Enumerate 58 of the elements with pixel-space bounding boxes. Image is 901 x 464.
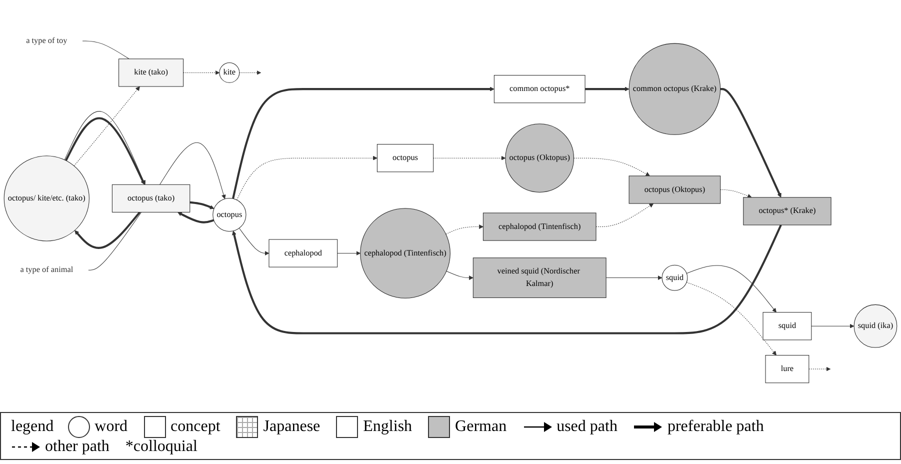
concept-box: octopus (tako): [112, 184, 190, 212]
concept-box: veined squid (Nordischer Kalmar): [472, 258, 606, 298]
concept-box: octopus* (Krake): [743, 197, 832, 226]
arrow: [585, 86, 630, 92]
arrow: [177, 212, 214, 224]
word-ellipse: octopus (Oktopus): [505, 124, 574, 192]
word-ellipse: cephalopod (Tintenfisch): [360, 208, 450, 298]
word-ellipse: kite: [219, 62, 240, 83]
concept-box: squid: [762, 312, 812, 340]
annotation-text: a type of animal: [20, 266, 74, 274]
legend-label: other path: [45, 438, 110, 456]
legend-title: legend: [11, 418, 54, 436]
concept-box: cephalopod (Tintenfisch): [482, 212, 596, 241]
arrow: [446, 270, 474, 280]
word-ellipse: octopus/ kite/etc. (tako): [4, 156, 90, 242]
arrow: [232, 224, 782, 334]
legend-label: English: [363, 418, 412, 436]
concept-box: kite (tako): [118, 58, 184, 87]
legend-label: concept: [170, 418, 220, 436]
arrow: [720, 88, 782, 198]
arrow: [811, 324, 854, 328]
arrow: [686, 265, 776, 313]
arrow: [232, 86, 494, 199]
arrow: [74, 212, 141, 249]
concept-box: common octopus*: [494, 75, 586, 104]
arrow: [446, 224, 484, 234]
arrow: [720, 189, 752, 198]
arrow: [596, 203, 654, 227]
word-ellipse: squid (ika): [854, 304, 898, 348]
word-ellipse: octopus: [212, 198, 246, 232]
leader-line: [88, 212, 142, 270]
arrow: [160, 142, 226, 200]
arrow: [236, 156, 378, 200]
legend-label: German: [455, 418, 507, 436]
arrow: [190, 201, 214, 210]
legend-label: Japanese: [263, 418, 320, 436]
legend-label: *colloquial: [125, 438, 198, 456]
arrow: [238, 228, 270, 256]
legend-label: preferable path: [667, 418, 764, 436]
annotation-text: a type of toy: [26, 36, 68, 46]
concept-box: octopus: [376, 144, 434, 172]
arrow: [74, 86, 140, 166]
arrow: [239, 70, 262, 75]
legend-label: word: [94, 418, 128, 436]
arrow: [183, 70, 220, 75]
legend-label: used path: [556, 418, 618, 436]
arrow: [686, 282, 776, 356]
concept-box: octopus (Oktopus): [628, 176, 721, 204]
concept-box: cephalopod: [268, 239, 338, 268]
word-ellipse: squid: [662, 264, 688, 291]
concept-box: lure: [765, 355, 810, 384]
arrow: [433, 156, 506, 160]
arrow: [808, 366, 831, 372]
word-ellipse: common octopus (Krake): [628, 43, 721, 135]
arrow: [337, 251, 361, 256]
arrow: [606, 276, 662, 280]
leader-line: [82, 40, 130, 60]
arrow: [574, 158, 650, 176]
